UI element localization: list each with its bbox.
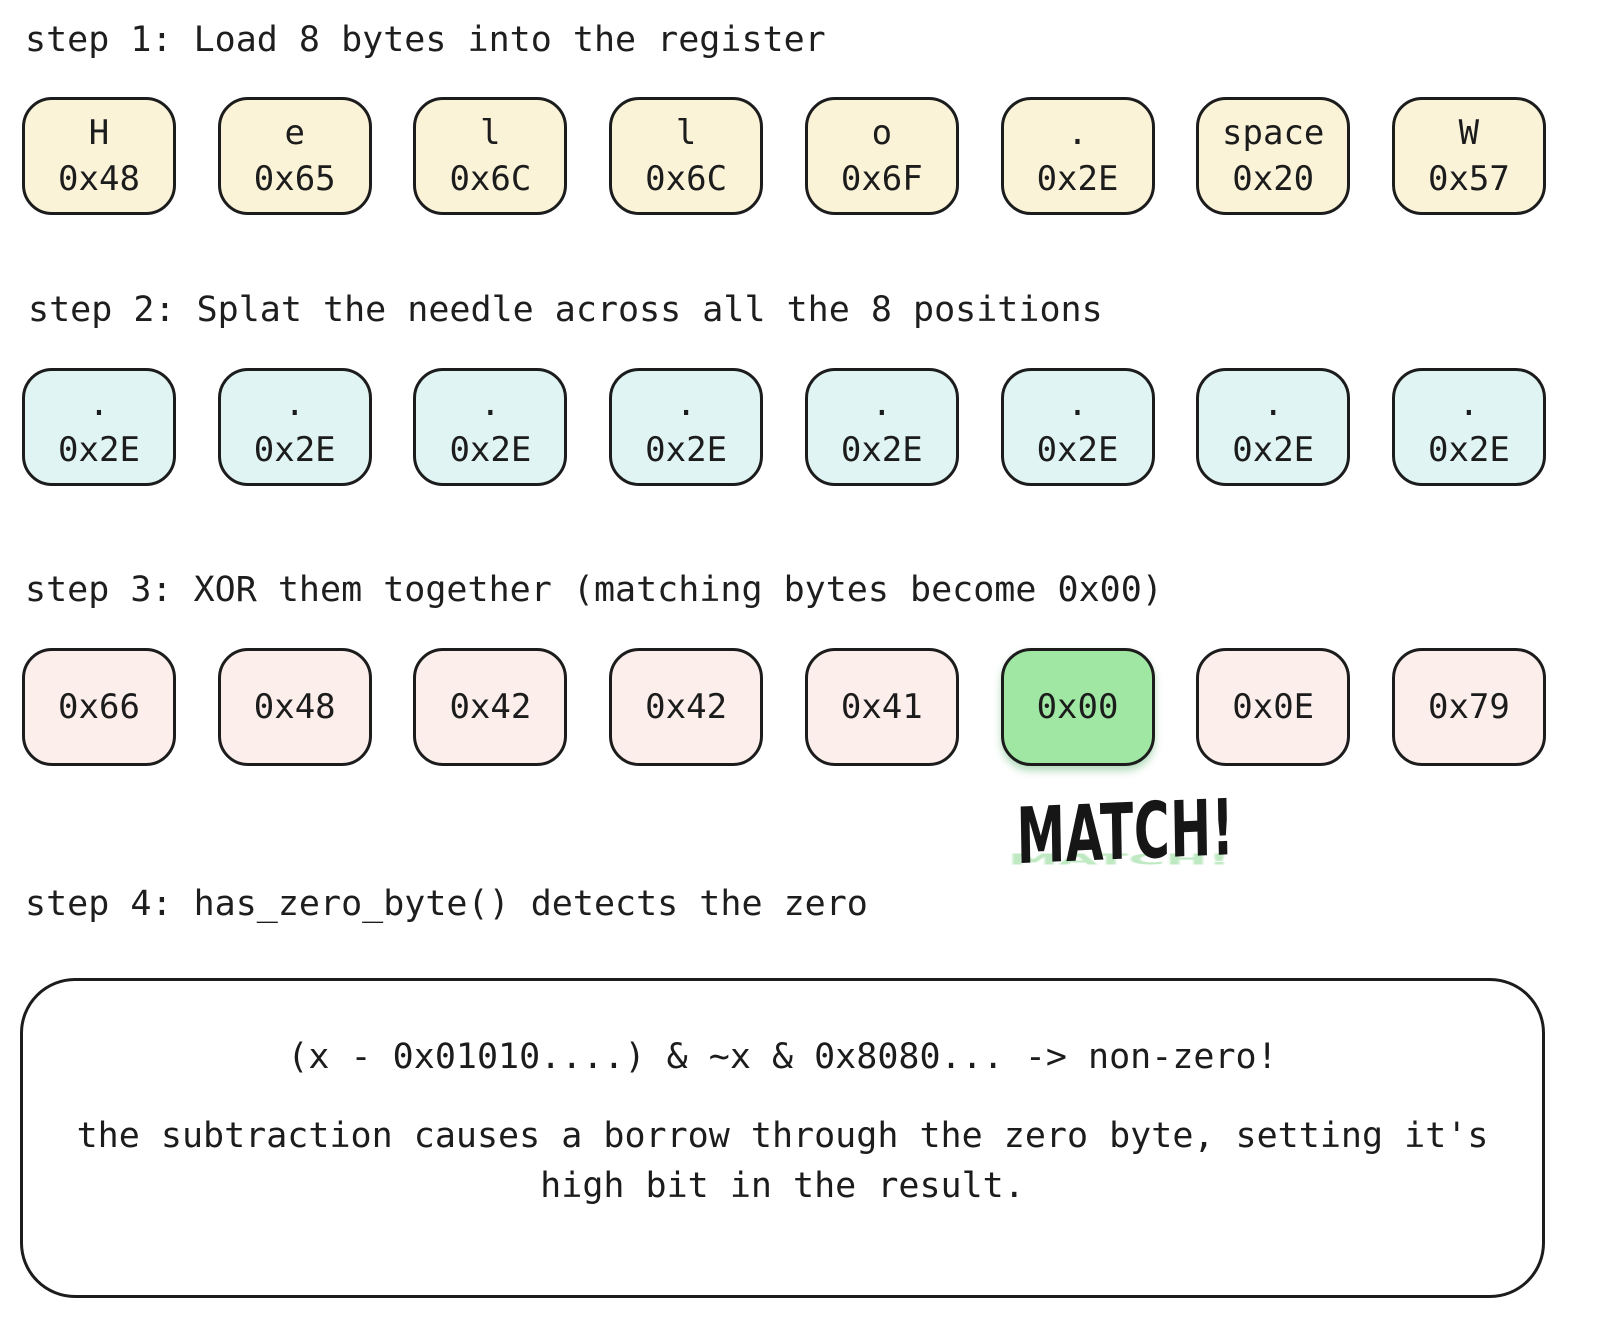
- xor-match-byte-box: 0x00: [1000, 648, 1155, 766]
- byte-hex: 0x41: [840, 687, 923, 727]
- needle-byte-box: . 0x2E: [1391, 368, 1546, 486]
- needle-byte-box: . 0x2E: [609, 368, 764, 486]
- haystack-byte-row: H 0x48 e 0x65 l 0x6C l 0x6C o 0x6F . 0x2…: [22, 97, 1546, 215]
- byte-char: .: [88, 384, 110, 424]
- byte-hex: 0x6C: [645, 159, 728, 199]
- byte-char: .: [871, 384, 893, 424]
- byte-char: .: [675, 384, 697, 424]
- byte-hex: 0x65: [253, 159, 336, 199]
- match-callout-text: MATCH!: [1015, 781, 1236, 882]
- needle-byte-box: . 0x2E: [22, 368, 176, 486]
- zero-detect-formula: (x - 0x01010....) & ~x & 0x8080... -> no…: [287, 1037, 1278, 1077]
- byte-hex: 0x6F: [840, 159, 923, 199]
- byte-hex: 0x2E: [1232, 430, 1315, 470]
- zero-detect-box: (x - 0x01010....) & ~x & 0x8080... -> no…: [20, 978, 1545, 1298]
- byte-char: .: [1262, 384, 1284, 424]
- haystack-byte-box: . 0x2E: [1000, 97, 1155, 215]
- step4-heading: step 4: has_zero_byte() detects the zero: [25, 884, 868, 924]
- haystack-byte-box: l 0x6C: [609, 97, 764, 215]
- step3-heading: step 3: XOR them together (matching byte…: [25, 570, 1163, 610]
- xor-byte-row: 0x66 0x48 0x42 0x42 0x41 0x00 0x0E 0x79 …: [22, 648, 1546, 868]
- haystack-byte-box: space 0x20: [1196, 97, 1351, 215]
- haystack-byte-box: e 0x65: [217, 97, 372, 215]
- needle-byte-box: . 0x2E: [804, 368, 959, 486]
- byte-hex: 0x00: [1036, 687, 1119, 727]
- byte-hex: 0x57: [1427, 159, 1510, 199]
- byte-hex: 0x66: [58, 687, 140, 727]
- byte-hex: 0x2E: [449, 430, 532, 470]
- needle-byte-box: . 0x2E: [217, 368, 372, 486]
- zero-detect-explanation: the subtraction causes a borrow through …: [76, 1116, 1489, 1206]
- byte-hex: 0x0E: [1232, 687, 1315, 727]
- byte-hex: 0x2E: [58, 430, 140, 470]
- step2-heading: step 2: Splat the needle across all the …: [28, 290, 1103, 330]
- byte-hex: 0x48: [58, 159, 140, 199]
- xor-byte-box: 0x41: [804, 648, 959, 766]
- xor-byte-box: 0x79: [1391, 648, 1546, 766]
- byte-char: .: [1067, 384, 1088, 424]
- haystack-byte-box: H 0x48: [22, 97, 176, 215]
- step1-heading: step 1: Load 8 bytes into the register: [25, 20, 826, 60]
- byte-hex: 0x42: [449, 687, 532, 727]
- byte-hex: 0x20: [1232, 159, 1315, 199]
- byte-hex: 0x2E: [253, 430, 336, 470]
- byte-char: space: [1222, 113, 1325, 153]
- xor-byte-box: 0x42: [413, 648, 568, 766]
- byte-char: l: [675, 113, 697, 153]
- needle-byte-box: . 0x2E: [413, 368, 568, 486]
- byte-char: .: [480, 384, 501, 424]
- byte-hex: 0x42: [645, 687, 728, 727]
- xor-byte-box: 0x66: [22, 648, 176, 766]
- byte-hex: 0x79: [1427, 687, 1510, 727]
- xor-byte-box: 0x48: [217, 648, 372, 766]
- byte-hex: 0x2E: [1036, 159, 1119, 199]
- byte-char: o: [871, 113, 893, 153]
- xor-byte-box: 0x42: [609, 648, 764, 766]
- byte-hex: 0x2E: [840, 430, 923, 470]
- byte-char: l: [480, 113, 501, 153]
- needle-byte-row: . 0x2E . 0x2E . 0x2E . 0x2E . 0x2E . 0x2…: [22, 368, 1546, 486]
- byte-hex: 0x48: [253, 687, 336, 727]
- byte-hex: 0x6C: [449, 159, 532, 199]
- needle-byte-box: . 0x2E: [1196, 368, 1351, 486]
- byte-char: e: [284, 113, 305, 153]
- byte-char: .: [1067, 113, 1088, 153]
- haystack-byte-box: l 0x6C: [413, 97, 568, 215]
- haystack-byte-box: o 0x6F: [804, 97, 959, 215]
- byte-char: .: [284, 384, 305, 424]
- xor-byte-box: 0x0E: [1196, 648, 1351, 766]
- byte-char: W: [1458, 113, 1480, 153]
- byte-hex: 0x2E: [1427, 430, 1510, 470]
- needle-byte-box: . 0x2E: [1000, 368, 1155, 486]
- byte-hex: 0x2E: [1036, 430, 1119, 470]
- byte-hex: 0x2E: [645, 430, 728, 470]
- byte-char: H: [88, 113, 110, 153]
- haystack-byte-box: W 0x57: [1391, 97, 1546, 215]
- byte-char: .: [1458, 384, 1480, 424]
